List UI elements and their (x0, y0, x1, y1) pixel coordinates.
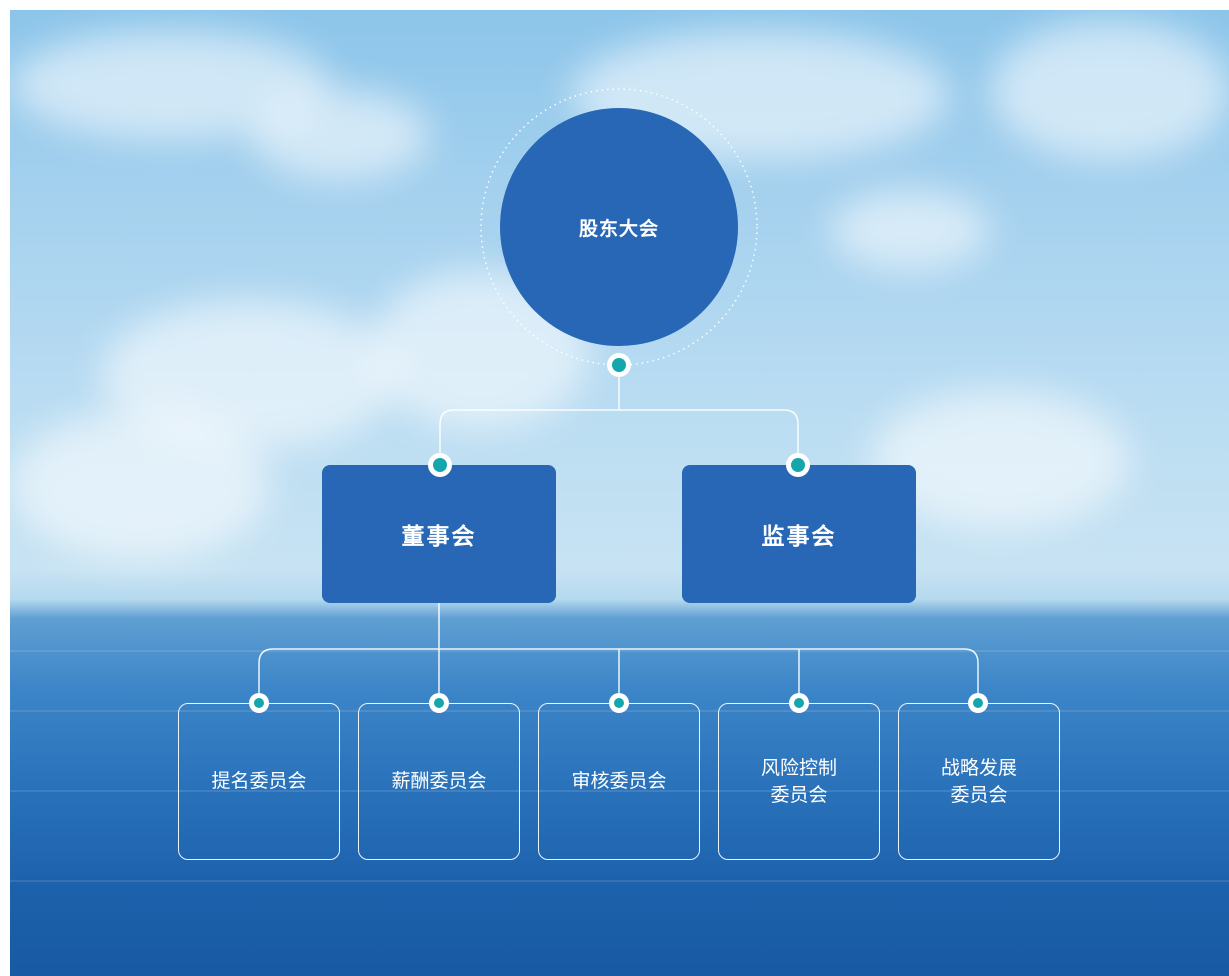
supervisory-board-node: 监事会 (682, 465, 916, 603)
sea-shimmer (10, 790, 1229, 792)
connector-board-to-committees (258, 603, 979, 703)
committee-label-line1: 审核委员会 (571, 770, 667, 792)
shareholders-meeting-label: 股东大会 (578, 217, 659, 240)
top-node-halo (480, 88, 758, 366)
connector-dot (968, 693, 988, 713)
supervisory-board-label: 监事会 (761, 524, 837, 550)
audit-committee-node: 审核委员会 (538, 703, 700, 860)
remuneration-committee-node: 薪酬委员会 (358, 703, 520, 860)
connector-top-to-boards (439, 365, 799, 465)
background-cloud (10, 410, 270, 560)
connector-dot (249, 693, 269, 713)
org-chart-canvas: 股东大会 董事会 监事会 提名委员会 薪酬委员会 审核委员会 风险控制 委员会 … (10, 10, 1229, 976)
shareholders-meeting-node: 股东大会 (500, 108, 738, 346)
sea-shimmer (10, 880, 1229, 882)
connector-dot (429, 693, 449, 713)
nomination-committee-node: 提名委员会 (178, 703, 340, 860)
background-cloud (990, 20, 1229, 160)
committee-label-line1: 战略发展 (940, 756, 1017, 779)
board-of-directors-label: 董事会 (401, 524, 477, 550)
background-cloud (830, 190, 990, 270)
strategy-development-committee-node: 战略发展 委员会 (898, 703, 1060, 860)
committee-label-line2: 委员会 (770, 783, 828, 806)
connector-dot (428, 453, 452, 477)
committee-label-line1: 提名委员会 (211, 770, 307, 792)
connector-dot (609, 693, 629, 713)
connector-dot (607, 353, 631, 377)
committee-label-line1: 风险控制 (760, 756, 837, 779)
connector-dot (786, 453, 810, 477)
connector-dot (789, 693, 809, 713)
background-cloud (250, 90, 430, 180)
board-of-directors-node: 董事会 (322, 465, 556, 603)
committee-label-line2: 委员会 (950, 783, 1008, 806)
risk-control-committee-node: 风险控制 委员会 (718, 703, 880, 860)
committee-label-line1: 薪酬委员会 (391, 770, 487, 792)
connector-lines (258, 88, 979, 703)
